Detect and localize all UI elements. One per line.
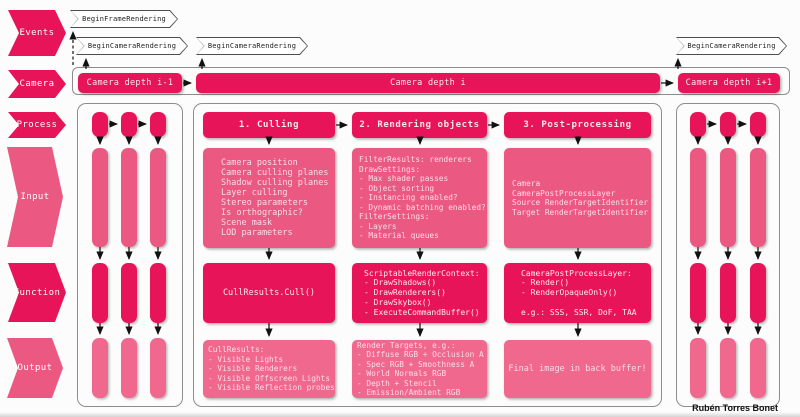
stage-1-header: 1. Culling	[203, 112, 335, 138]
stage-2-title: 2. Rendering objects	[359, 120, 480, 130]
camera-depth-current-box: Camera depth i	[196, 73, 660, 93]
row-label-function: Function	[8, 263, 66, 322]
mini-input-box	[121, 148, 137, 247]
stage-2-output-box: Render Targets, e.g.: - Diffuse RGB + Oc…	[352, 340, 487, 398]
stage-3-function-text: CameraPostProcessLayer: - Render() - Ren…	[521, 268, 637, 317]
mini-input-box	[750, 148, 766, 247]
mini-function-box	[92, 263, 108, 323]
stage-1-title: 1. Culling	[238, 120, 300, 130]
stage-1-function-text: CullResults.Cull()	[222, 288, 316, 298]
mini-process-box	[720, 112, 736, 137]
row-label-camera: Camera	[8, 70, 66, 98]
event-tag-inner: BeginCameraRendering	[77, 38, 187, 54]
stage-2-function-box: ScriptableRenderContext: - DrawShadows()…	[352, 263, 487, 323]
camera-depth-prev-box: Camera depth i-1	[78, 73, 182, 93]
stage-1-input-text: Camera position Camera culling planes Sh…	[221, 158, 329, 238]
mini-output-box	[150, 338, 166, 398]
event-tag-inner: BeginCameraRendering	[677, 38, 786, 54]
attribution: Rubén Torres Bonet	[692, 403, 778, 413]
right-mini-pipeline-frame	[676, 103, 780, 407]
event-tag-text: BeginCameraRendering	[207, 42, 297, 50]
event-tag-begin-camera-rendering-current: BeginCameraRendering	[196, 37, 308, 55]
event-tag-inner: BeginCameraRendering	[197, 38, 307, 54]
mini-output-box	[750, 338, 766, 398]
mini-process-box	[150, 112, 166, 137]
row-label-output-text: Output	[17, 363, 53, 373]
mini-function-box	[121, 263, 137, 323]
event-tag-text: BeginCameraRendering	[687, 42, 776, 50]
stage-3-input-box: Camera CameraPostProcessLayer Source Ren…	[504, 148, 651, 248]
mini-process-box	[750, 112, 766, 137]
row-label-input-text: Input	[20, 192, 50, 202]
stage-3-output-text: Final image in back buffer!	[508, 364, 647, 374]
left-mini-pipeline-frame	[77, 103, 183, 407]
stage-3-input-text: Camera CameraPostProcessLayer Source Ren…	[512, 179, 649, 217]
row-label-output: Output	[7, 338, 63, 398]
camera-depth-prev-text: Camera depth i-1	[86, 78, 174, 88]
stage-1-input-box: Camera position Camera culling planes Sh…	[203, 148, 335, 248]
mini-output-box	[690, 338, 706, 398]
row-label-process: Process	[8, 112, 66, 138]
mini-process-box	[690, 112, 706, 137]
event-tag-begin-camera-rendering-prev: BeginCameraRendering	[76, 37, 188, 55]
mini-function-box	[750, 263, 766, 323]
stage-3-function-box: CameraPostProcessLayer: - Render() - Ren…	[504, 263, 651, 323]
camera-depth-current-text: Camera depth i	[390, 78, 466, 88]
main-pipeline-frame	[193, 103, 662, 407]
stage-2-header: 2. Rendering objects	[352, 112, 487, 138]
event-tag-inner: BeginFrameRendering	[71, 11, 177, 27]
event-tag-text: BeginCameraRendering	[87, 42, 177, 50]
row-label-input: Input	[7, 147, 63, 247]
row-label-process-text: Process	[16, 120, 58, 130]
mini-function-box	[720, 263, 736, 323]
stage-2-output-text: Render Targets, e.g.: - Diffuse RGB + Oc…	[357, 340, 484, 398]
mini-process-box	[92, 112, 108, 137]
event-tag-begin-camera-rendering-next: BeginCameraRendering	[676, 37, 787, 55]
stage-3-title: 3. Post-processing	[523, 120, 632, 130]
row-label-function-text: Function	[13, 287, 61, 298]
camera-depth-next-text: Camera depth i+1	[685, 78, 773, 88]
mini-output-box	[121, 338, 137, 398]
stage-2-function-text: ScriptableRenderContext: - DrawShadows()…	[364, 268, 480, 317]
row-label-camera-text: Camera	[19, 79, 55, 89]
mini-function-box	[150, 263, 166, 323]
stage-2-input-box: FilterResults: renderers DrawSettings: -…	[352, 148, 487, 248]
mini-input-box	[720, 148, 736, 247]
mini-output-box	[92, 338, 108, 398]
stage-3-header: 3. Post-processing	[504, 112, 651, 138]
mini-output-box	[720, 338, 736, 398]
stage-1-function-box: CullResults.Cull()	[203, 263, 335, 323]
mini-process-box	[121, 112, 137, 137]
mini-input-box	[690, 148, 706, 247]
stage-2-input-text: FilterResults: renderers DrawSettings: -…	[359, 155, 486, 241]
event-tag-text: BeginFrameRendering	[82, 15, 166, 23]
stage-1-output-box: CullResults: - Visible Lights - Visible …	[203, 340, 335, 398]
mini-function-box	[690, 263, 706, 323]
row-label-events-text: Events	[19, 28, 55, 38]
bottom-edge-shading	[0, 412, 800, 417]
event-tag-begin-frame-rendering: BeginFrameRendering	[70, 10, 178, 28]
stage-3-output-box: Final image in back buffer!	[504, 340, 651, 398]
mini-input-box	[150, 148, 166, 247]
camera-lane-frame	[72, 67, 790, 95]
row-label-events: Events	[8, 10, 66, 56]
mini-input-box	[92, 148, 108, 247]
stage-1-output-text: CullResults: - Visible Lights - Visible …	[208, 345, 335, 393]
camera-depth-next-box: Camera depth i+1	[678, 73, 780, 93]
